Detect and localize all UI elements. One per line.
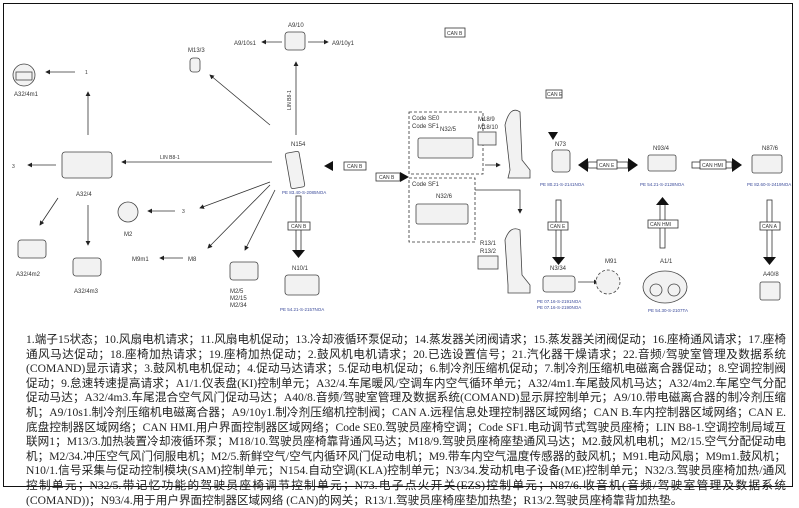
figure-caption: 1.端子15状态；10.风扇电机请求；11.风扇电机促动；13.冷却液循环泵促动… [26,333,786,507]
n93-4-gateway: N93/4 PE 54.21-S-2128NOA [640,146,684,187]
svg-text:PE 54.21-S-2128NOA: PE 54.21-S-2128NOA [640,182,684,187]
n87-6-radio: N87/6 PE 82.60-S-2419NOA [747,146,791,187]
n154-klima-control-unit: N154 PE 83.40-S-2085NOA [282,142,326,195]
a40-8-display: A40/8 [759,272,781,301]
svg-text:A32/4: A32/4 [76,192,92,198]
m9m1-label: M9m1 [132,257,149,263]
svg-text:M18/9: M18/9 [478,117,495,123]
a1-1-instrument-cluster: A1/1 PE 54.30-S-2107TA [642,259,688,313]
m18-seat-vent-motors: M18/9 M18/10 [477,109,531,179]
svg-text:PE 82.60-S-2419NOA: PE 82.60-S-2419NOA [747,182,791,187]
can-b-bus-main: CAN B CAN B CAN B CAN E [324,27,563,182]
svg-text:A32/4m2: A32/4m2 [16,272,41,278]
svg-text:A9/10s1: A9/10s1 [234,41,257,47]
svg-text:CAN E: CAN E [550,224,566,230]
n10-1-sam-control-unit: N10/1 PE 54.21-S-2157NOA [280,266,324,312]
can-a-bus-to-a40-8: CAN A [759,199,781,265]
m13-3-coolant-pump: M13/3 [188,48,205,73]
svg-text:N32/5: N32/5 [440,127,457,133]
svg-text:3: 3 [182,209,185,215]
svg-text:3: 3 [12,164,15,170]
n3-34-engine-control-unit: N3/34 PE 07.16-S-2191NOA PE 07.16-S-2190… [537,266,581,310]
svg-text:Code SE0: Code SE0 [412,116,440,122]
can-e-bus-to-n3-34: CAN E [547,199,569,265]
svg-text:CAN A: CAN A [762,224,778,230]
m8-label: M8 [188,257,197,263]
svg-text:N3/34: N3/34 [550,266,567,272]
svg-text:A9/10y1: A9/10y1 [332,41,355,47]
n32-5-seat-control-group: Code SE0 Code SF1 N32/5 [408,111,484,175]
can-b-bus-down: CAN B [287,195,311,258]
svg-text:A32/4m1: A32/4m1 [14,92,39,98]
svg-text:CAN B: CAN B [379,175,395,181]
a32-4m1-blower-motor: A32/4m1 [12,63,39,98]
figure-frame [3,3,793,487]
svg-text:M2: M2 [124,232,133,238]
svg-text:R13/1: R13/1 [480,241,497,247]
m91-electric-fan: M91 [595,259,621,295]
svg-text:A9/10: A9/10 [288,23,304,29]
n32-6-seat-control-group: Code SF1 N32/6 [408,177,476,243]
svg-text:N87/6: N87/6 [762,146,779,152]
m2-flap-motors: M2/5 M2/15 M2/34 [229,261,259,309]
svg-text:Code SF1: Code SF1 [412,124,440,130]
network-diagram: A32/4m1 1 A9/10 A9/10s1 A9/10y1 LIN B8-1… [12,23,791,313]
can-hmi-bus-horizontal: CAN HMI [691,158,742,172]
can-e-bus-horizontal: CAN E [578,158,638,172]
svg-text:CAN E: CAN E [599,163,615,169]
svg-text:Code SF1: Code SF1 [412,182,440,188]
svg-text:CAN B: CAN B [447,31,463,37]
a32-4m3-motor: A32/4m3 [72,257,102,295]
svg-text:CAN B: CAN B [347,164,363,170]
svg-text:M18/10: M18/10 [478,125,499,131]
svg-text:M91: M91 [605,259,617,265]
svg-text:PE 07.16-S-2190NOA: PE 07.16-S-2190NOA [537,305,581,310]
svg-text:M2/34: M2/34 [230,303,247,309]
n73-ezs-control-unit: N73 PE 80.21-S-2141NOA [540,142,584,187]
svg-text:N154: N154 [291,142,306,148]
svg-text:N93/4: N93/4 [653,146,670,152]
svg-text:CAN HMI: CAN HMI [702,163,723,169]
svg-text:PE 83.40-S-2085NOA: PE 83.40-S-2085NOA [282,190,326,195]
terminal-signal: 1 [85,70,88,76]
m2-blower-motor: M2 [117,201,139,238]
r13-seat-heating-pads: R13/1 R13/2 [477,228,531,294]
svg-text:PE 80.21-S-2141NOA: PE 80.21-S-2141NOA [540,182,584,187]
svg-text:M2/15: M2/15 [230,296,247,302]
svg-text:CAN B: CAN B [291,224,307,230]
svg-text:A32/4m3: A32/4m3 [74,289,99,295]
svg-text:R13/2: R13/2 [480,249,497,255]
svg-text:N10/1: N10/1 [292,266,309,272]
svg-text:CAN E: CAN E [547,92,563,98]
svg-text:A40/8: A40/8 [763,272,779,278]
svg-text:PE 54.30-S-2107TA: PE 54.30-S-2107TA [648,308,688,313]
svg-text:A1/1: A1/1 [660,259,673,265]
svg-text:N32/6: N32/6 [436,194,453,200]
can-hmi-bus-from-a1-1: CAN HMI [647,197,679,249]
svg-text:LIN B8-1: LIN B8-1 [160,155,180,161]
svg-text:LIN B8-1: LIN B8-1 [287,90,293,110]
svg-text:PE 54.21-S-2157NOA: PE 54.21-S-2157NOA [280,307,324,312]
a32-4-rear-hvac-unit: A32/4 [61,151,113,198]
svg-text:CAN HMI: CAN HMI [650,222,671,228]
a9-10-compressor: A9/10 A9/10s1 A9/10y1 [234,23,355,51]
svg-text:M2/5: M2/5 [230,289,244,295]
svg-text:M13/3: M13/3 [188,48,205,54]
a32-4m2-motor: A32/4m2 [16,239,47,278]
svg-text:PE 07.16-S-2191NOA: PE 07.16-S-2191NOA [537,299,581,304]
svg-text:N73: N73 [555,142,567,148]
